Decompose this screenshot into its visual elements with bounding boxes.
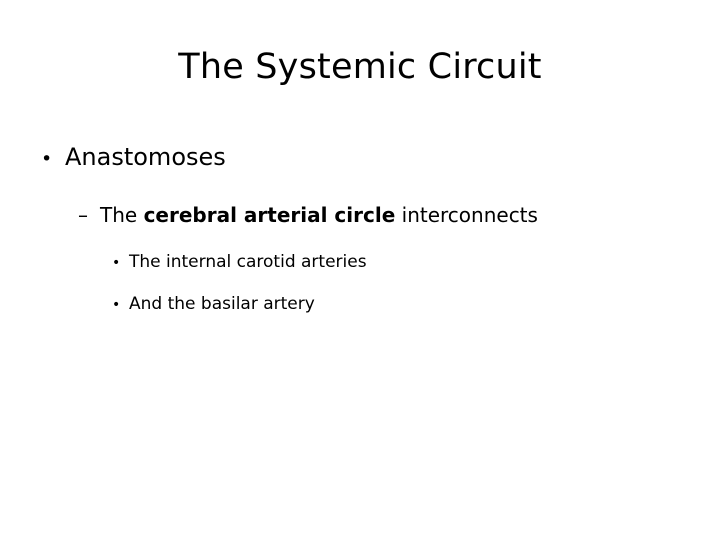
bullet-text-anastomoses: Anastomoses xyxy=(65,143,226,171)
text-before-emphasis: The xyxy=(100,203,144,227)
bullet-text-internal-carotid-arteries: The internal carotid arteries xyxy=(129,252,367,272)
bullet-item-level-2: – The cerebral arterial circle interconn… xyxy=(0,202,720,228)
text-after-emphasis: interconnects xyxy=(395,203,538,227)
slide-body: • Anastomoses – The cerebral arterial ci… xyxy=(0,142,720,335)
disc-bullet-icon: • xyxy=(112,297,121,313)
dash-bullet-icon: – xyxy=(78,203,88,227)
bullet-item-level-1: • Anastomoses xyxy=(0,142,720,174)
bullet-text-basilar-artery: And the basilar artery xyxy=(129,294,315,314)
bullet-text-cerebral-arterial-circle: The cerebral arterial circle interconnec… xyxy=(100,202,538,228)
bullet-item-level-3-internal-carotid: • The internal carotid arteries xyxy=(0,251,720,274)
disc-bullet-icon: • xyxy=(41,148,53,170)
text-emphasis-bold: cerebral arterial circle xyxy=(143,203,396,227)
bullet-item-level-3-basilar-artery: • And the basilar artery xyxy=(0,293,720,316)
disc-bullet-icon: • xyxy=(112,255,121,271)
page-title: The Systemic Circuit xyxy=(178,47,542,87)
